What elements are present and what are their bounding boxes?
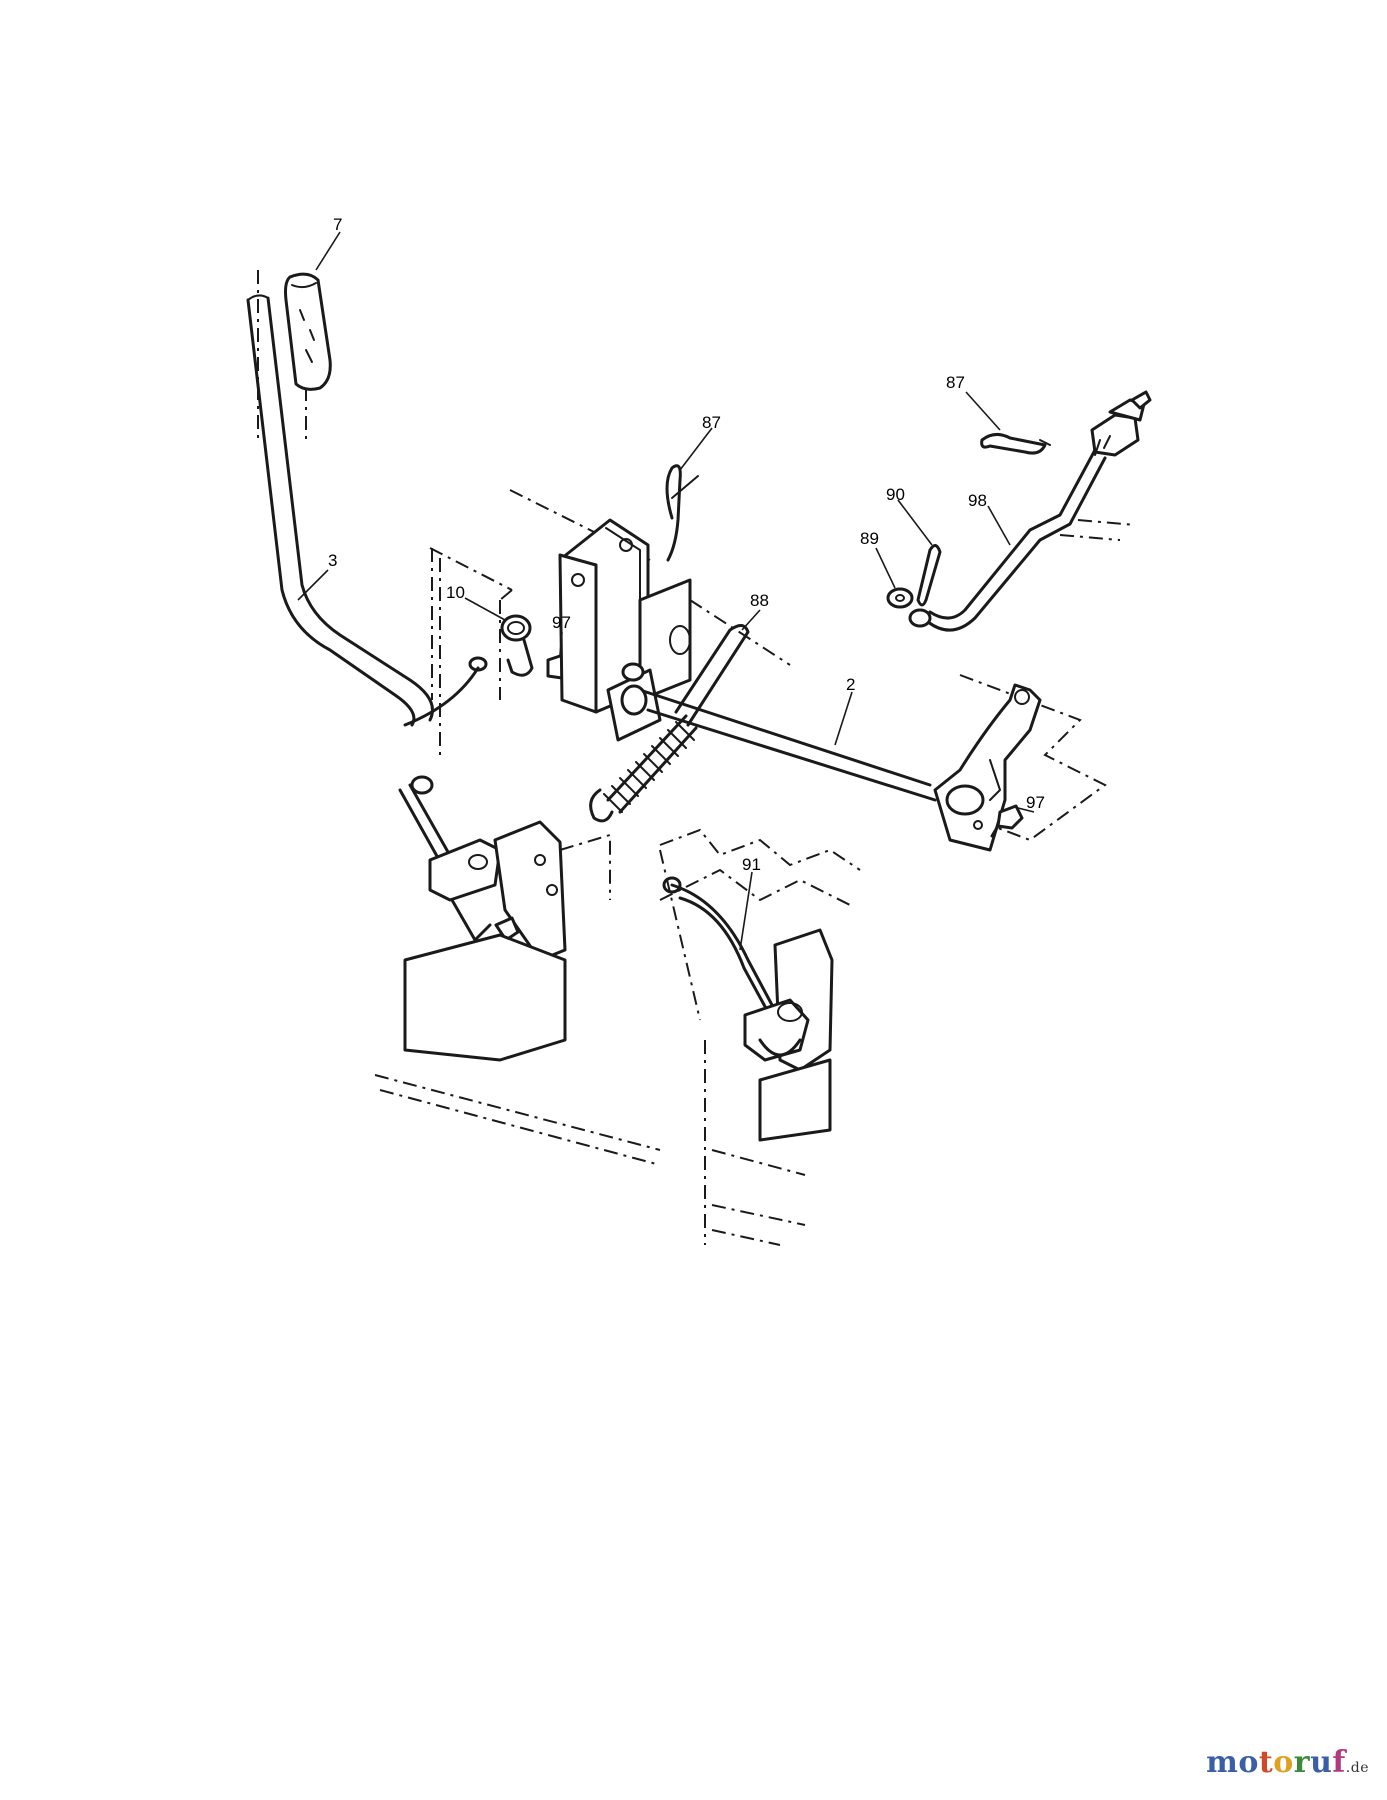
callout-label-87-upper: 87 xyxy=(702,413,721,432)
phantom-outline xyxy=(439,558,701,1021)
callout-label-7: 7 xyxy=(333,215,342,234)
logo-letter: o xyxy=(1273,1745,1294,1780)
callout-label-2: 2 xyxy=(846,675,855,694)
callout-90: 90 xyxy=(886,485,933,546)
logo-letter: m xyxy=(1206,1745,1239,1780)
washer-part xyxy=(886,587,914,609)
callout-97-left: 97 xyxy=(552,613,571,656)
callout-label-3: 3 xyxy=(328,551,337,570)
right-lift-arm-part xyxy=(933,674,1107,852)
callout-label-87-right: 87 xyxy=(946,373,965,392)
callout-7: 7 xyxy=(315,215,342,271)
callout-3: 3 xyxy=(297,551,337,601)
callout-88: 88 xyxy=(741,591,769,631)
callout-91: 91 xyxy=(739,855,761,951)
lift-shaft-part xyxy=(620,684,937,802)
logo-letter: f xyxy=(1332,1745,1346,1780)
motoruf-logo: motoruf.de xyxy=(1206,1745,1369,1780)
callout-label-10: 10 xyxy=(446,583,465,602)
hairpin-clip-part-upper xyxy=(665,464,699,562)
callout-label-90: 90 xyxy=(886,485,905,504)
extension-spring-part xyxy=(589,714,698,823)
callout-10: 10 xyxy=(446,583,506,621)
logo-letter: u xyxy=(1310,1745,1333,1780)
cotter-pin-part xyxy=(916,544,942,607)
callout-label-98: 98 xyxy=(968,491,987,510)
handle-grip-part xyxy=(257,270,332,440)
logo-letter: o xyxy=(1238,1745,1259,1780)
adjustment-rod-part xyxy=(908,390,1152,632)
callout-label-97-left: 97 xyxy=(552,613,571,632)
hairpin-clip-part-right xyxy=(980,433,1051,455)
callout-98: 98 xyxy=(968,491,1011,546)
callout-label-97-right: 97 xyxy=(1026,793,1045,812)
callout-2: 2 xyxy=(834,675,855,746)
deck-bracket-part-right xyxy=(659,828,861,1246)
logo-letter: r xyxy=(1293,1745,1311,1780)
logo-wordmark: motoruf xyxy=(1206,1745,1346,1780)
torsion-spring-part xyxy=(500,614,534,677)
callout-87-upper: 87 xyxy=(679,413,721,471)
callout-97-right: 97 xyxy=(1017,793,1045,813)
deck-bracket-part-left xyxy=(374,775,661,1166)
callout-label-89: 89 xyxy=(860,529,879,548)
bolt-part-right xyxy=(990,804,1024,838)
callout-87-right: 87 xyxy=(946,373,1001,431)
callout-label-91: 91 xyxy=(742,855,761,874)
callout-label-88: 88 xyxy=(750,591,769,610)
logo-letter: t xyxy=(1258,1745,1274,1780)
lift-handle-part xyxy=(246,294,488,727)
callout-89: 89 xyxy=(860,529,896,589)
spring-hook-rod-part xyxy=(674,599,791,727)
logo-tld: .de xyxy=(1345,1760,1369,1776)
